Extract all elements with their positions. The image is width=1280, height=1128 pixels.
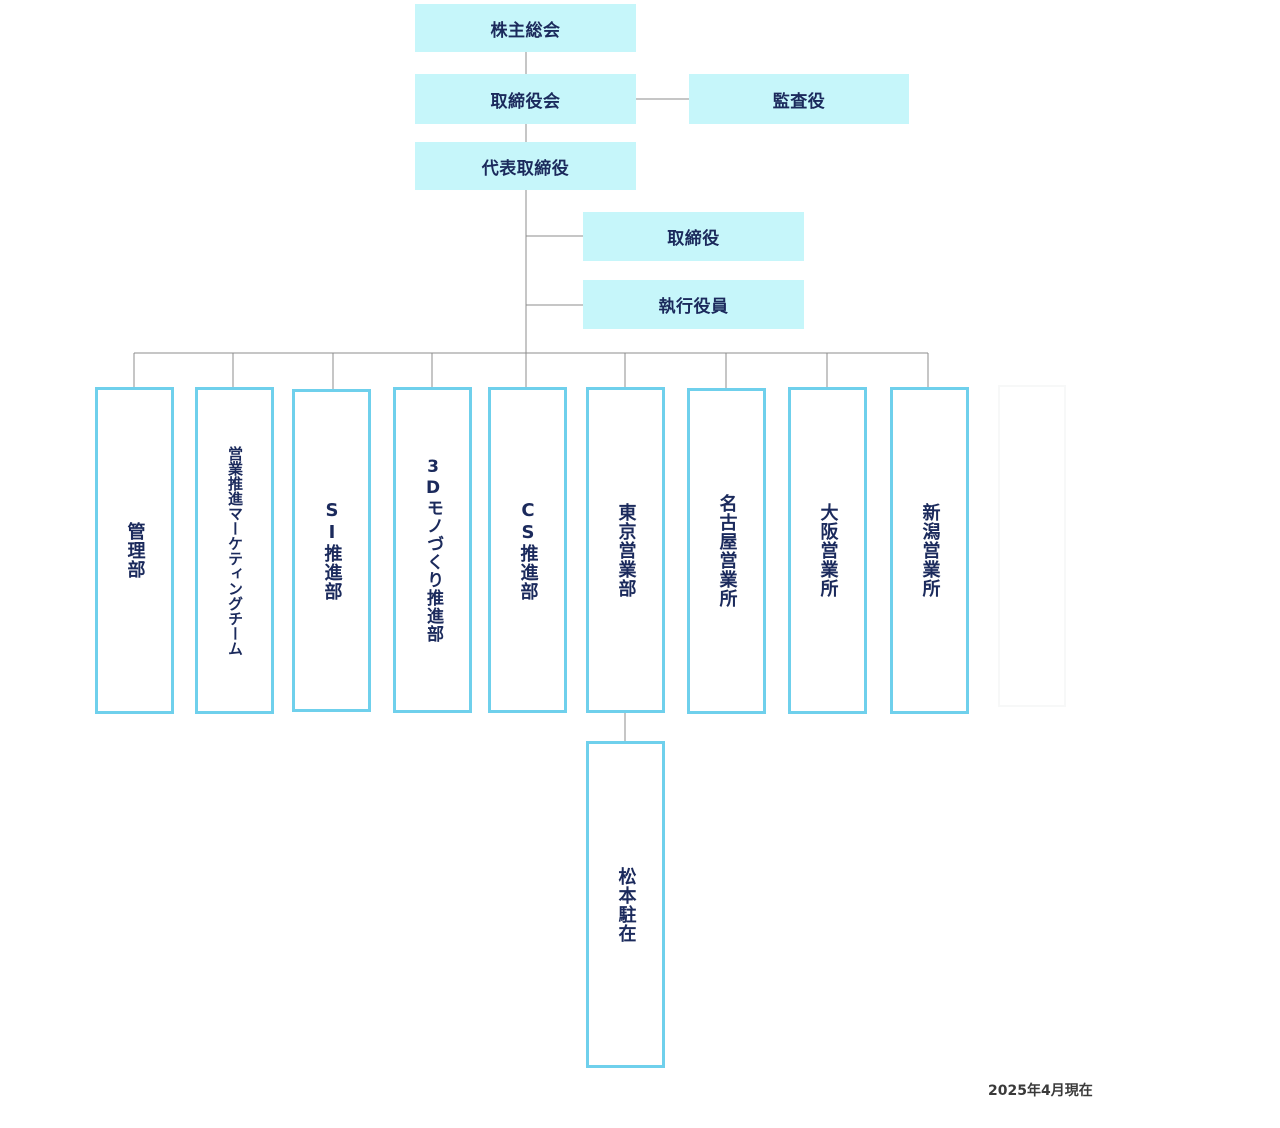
dept-si-promotion-label: SI推進部 (321, 500, 343, 601)
dept-niigata-office-label: 新潟営業所 (919, 503, 941, 598)
representative-director-label: 代表取締役 (481, 158, 570, 179)
auditor-label: 監査役 (772, 91, 826, 112)
dept-niigata-office: 新潟営業所 (890, 387, 969, 714)
executive-officers-label: 執行役員 (658, 297, 729, 317)
board-of-directors-box: 取締役会 (415, 74, 636, 124)
faint-placeholder-box (998, 385, 1066, 707)
as-of-date: 2025年4月現在 (988, 1083, 1093, 1099)
dept-sales-marketing-team: 営業推進マーケティングチーム (195, 387, 274, 714)
executive-officers-box: 執行役員 (583, 280, 804, 329)
dept-cs-promotion: CS推進部 (488, 387, 567, 713)
shareholders-meeting-box: 株主総会 (415, 4, 636, 52)
dept-nagoya-office: 名古屋営業所 (687, 388, 766, 714)
auditor-box: 監査役 (689, 74, 909, 124)
dept-matsumoto-resident: 松本駐在 (586, 741, 665, 1068)
dept-nagoya-office-label: 名古屋営業所 (716, 494, 738, 608)
dept-si-promotion: SI推進部 (292, 389, 371, 712)
directors-label: 取締役 (667, 229, 720, 249)
directors-box: 取締役 (583, 212, 804, 261)
dept-management: 管理部 (95, 387, 174, 714)
dept-management-label: 管理部 (124, 522, 146, 579)
dept-tokyo-sales-label: 東京営業部 (615, 502, 637, 598)
dept-cs-promotion-label: CS推進部 (517, 499, 539, 601)
dept-3d-monozukuri-label: 3Dモノづくり推進部 (423, 457, 443, 643)
dept-osaka-office-label: 大阪営業所 (817, 503, 839, 598)
board-of-directors-label: 取締役会 (490, 91, 561, 112)
shareholders-meeting-label: 株主総会 (490, 20, 561, 41)
dept-matsumoto-resident-label: 松本駐在 (615, 866, 637, 943)
representative-director-box: 代表取締役 (415, 142, 636, 190)
dept-tokyo-sales: 東京営業部 (586, 387, 665, 713)
dept-3d-monozukuri: 3Dモノづくり推進部 (393, 387, 472, 713)
dept-sales-marketing-team-label: 営業推進マーケティングチーム (226, 445, 244, 656)
dept-osaka-office: 大阪営業所 (788, 387, 867, 714)
